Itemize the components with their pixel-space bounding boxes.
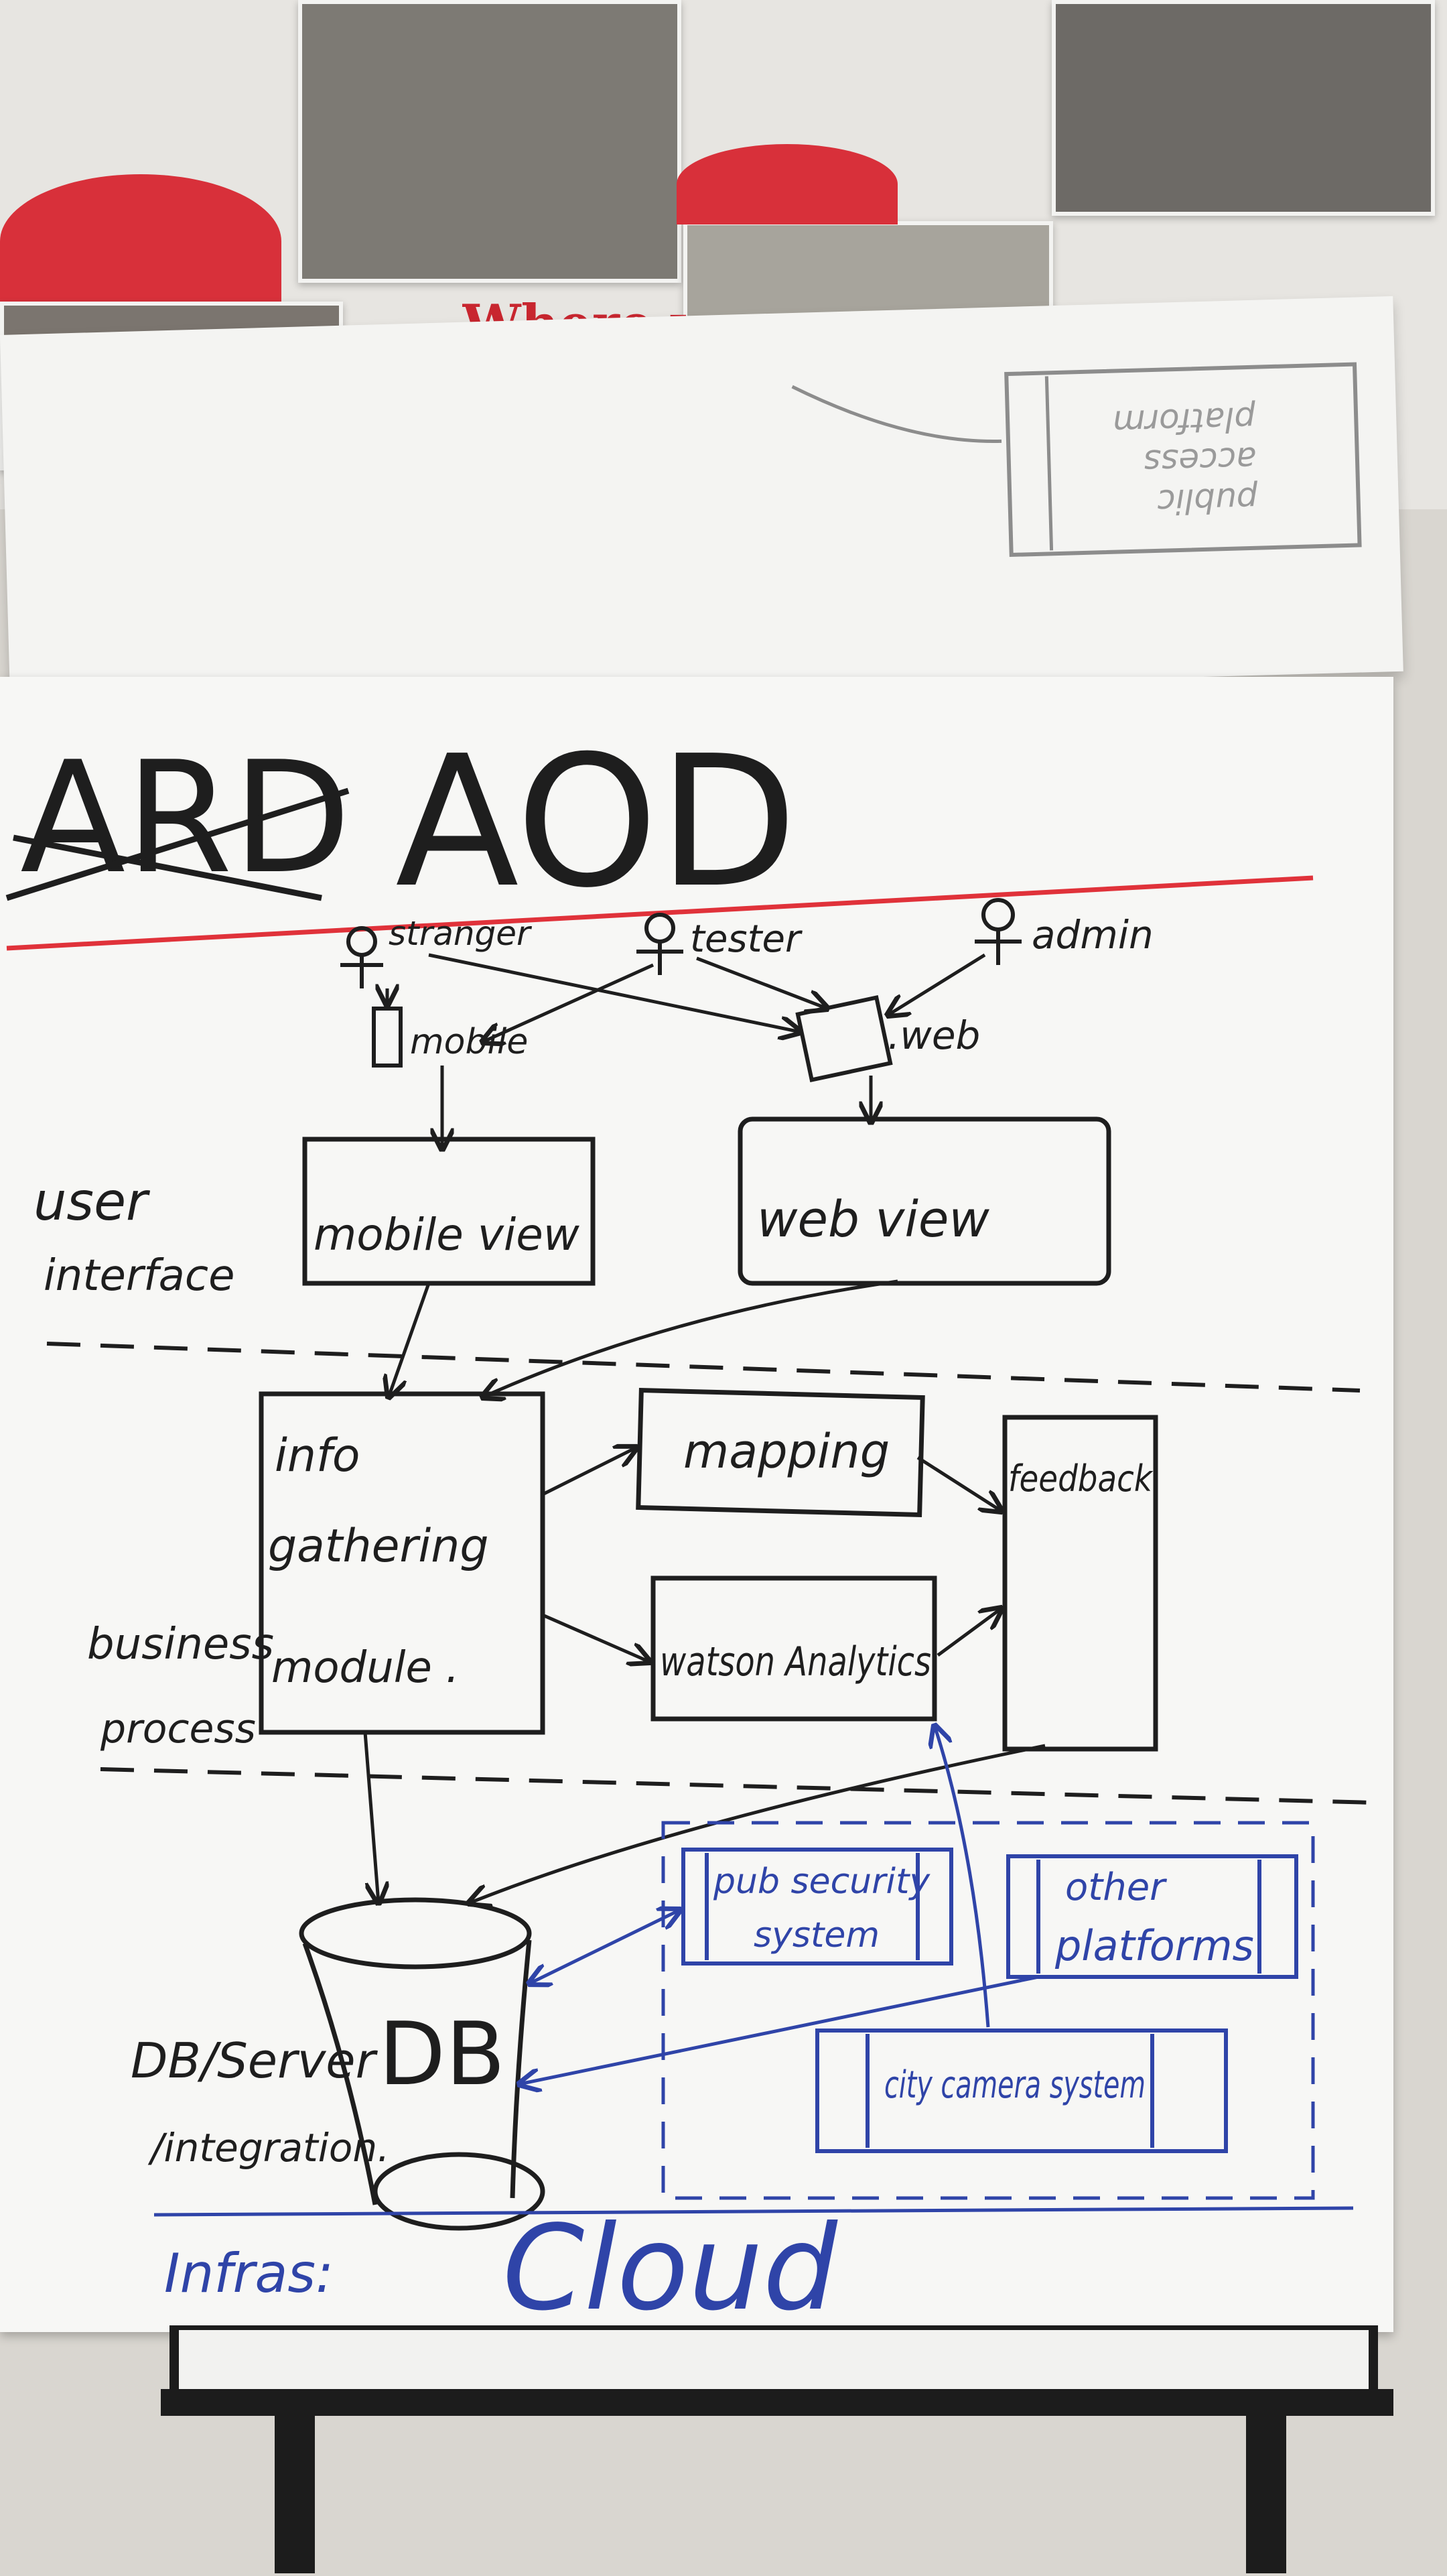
feedback-box (1002, 1415, 1158, 1752)
view-to-info-arrows (389, 1279, 898, 1397)
cloud-label: Cloud (502, 2201, 838, 2337)
actor-tester (636, 913, 683, 975)
actor-admin (975, 898, 1022, 965)
layer-db-label-2: /integration. (147, 2125, 390, 2171)
photo-group-standing (298, 0, 681, 283)
back-sheet-line-1: platform (1112, 399, 1257, 442)
easel-stand (161, 2321, 1393, 2576)
mapping-label: mapping (683, 1424, 890, 1479)
layer-db-label-1: DB/Server (131, 2033, 378, 2089)
integration-region (661, 1821, 1315, 2200)
back-sheet-line-3: public (1156, 480, 1259, 521)
web-view-label: web view (757, 1191, 989, 1248)
mobile-view-box (302, 1137, 596, 1286)
db-label: DB (378, 2003, 505, 2105)
flipchart-sheet (0, 677, 1393, 2332)
feedback-label: feedback (1008, 1458, 1154, 1500)
info-gathering-line-2: gathering (268, 1520, 489, 1573)
back-sheet-box-inner-line (1044, 376, 1054, 551)
title-strike-1 (5, 787, 350, 901)
layer-ui-label-1: user (33, 1172, 151, 1232)
pub-security-line-2: system (754, 1915, 880, 1955)
web-view-box (738, 1116, 1111, 1286)
info-gathering-line-1: info (275, 1429, 360, 1482)
other-platforms-line-2: platforms (1054, 1921, 1254, 1970)
flipped-back-sheet: platform access public (0, 296, 1403, 710)
poster-arc-left (0, 174, 281, 308)
pub-security-line-1: pub security (713, 1862, 931, 1902)
divider-business-db (100, 1767, 1374, 1805)
photo-audience (1052, 0, 1435, 216)
layer-bp-label-2: process (100, 1705, 256, 1752)
web-device-icon (795, 995, 893, 1082)
actor-tester-label: tester (690, 917, 803, 961)
business-arrows (541, 1447, 1002, 1662)
title-main: AOD (395, 716, 797, 927)
other-platforms-box (1006, 1854, 1298, 1979)
layer-bp-label-1: business (87, 1620, 274, 1669)
title-struck-group: ARD (5, 729, 351, 908)
back-sheet-box (1004, 362, 1362, 558)
other-platforms-line-1: other (1065, 1866, 1167, 1909)
actor-device-arrows (387, 953, 986, 1149)
watson-label: watson Analytics (660, 1638, 931, 1685)
info-gathering-line-3: module . (271, 1643, 460, 1693)
back-sheet-arrow (791, 385, 1002, 443)
divider-ui-business (46, 1342, 1361, 1393)
actor-stranger (340, 926, 383, 988)
title-strike-2 (13, 834, 322, 901)
actor-admin-label: admin (1032, 912, 1154, 958)
mobile-device-icon (372, 1007, 403, 1068)
city-camera-box (815, 2028, 1228, 2153)
divider-infra (153, 2206, 1354, 2217)
city-camera-label: city camera system (884, 2063, 1146, 2107)
layer-ui-label-2: interface (44, 1251, 234, 1301)
device-web-label: .web (888, 1013, 980, 1058)
mobile-view-label: mobile view (314, 1209, 580, 1261)
actor-stranger-label: stranger (389, 914, 533, 953)
info-gathering-box (259, 1391, 545, 1735)
back-sheet-line-2: access (1144, 440, 1257, 482)
layer-infra-label: Infras: (164, 2242, 334, 2305)
poster-arc-right (677, 144, 898, 224)
integration-arrows (519, 1726, 1039, 2084)
